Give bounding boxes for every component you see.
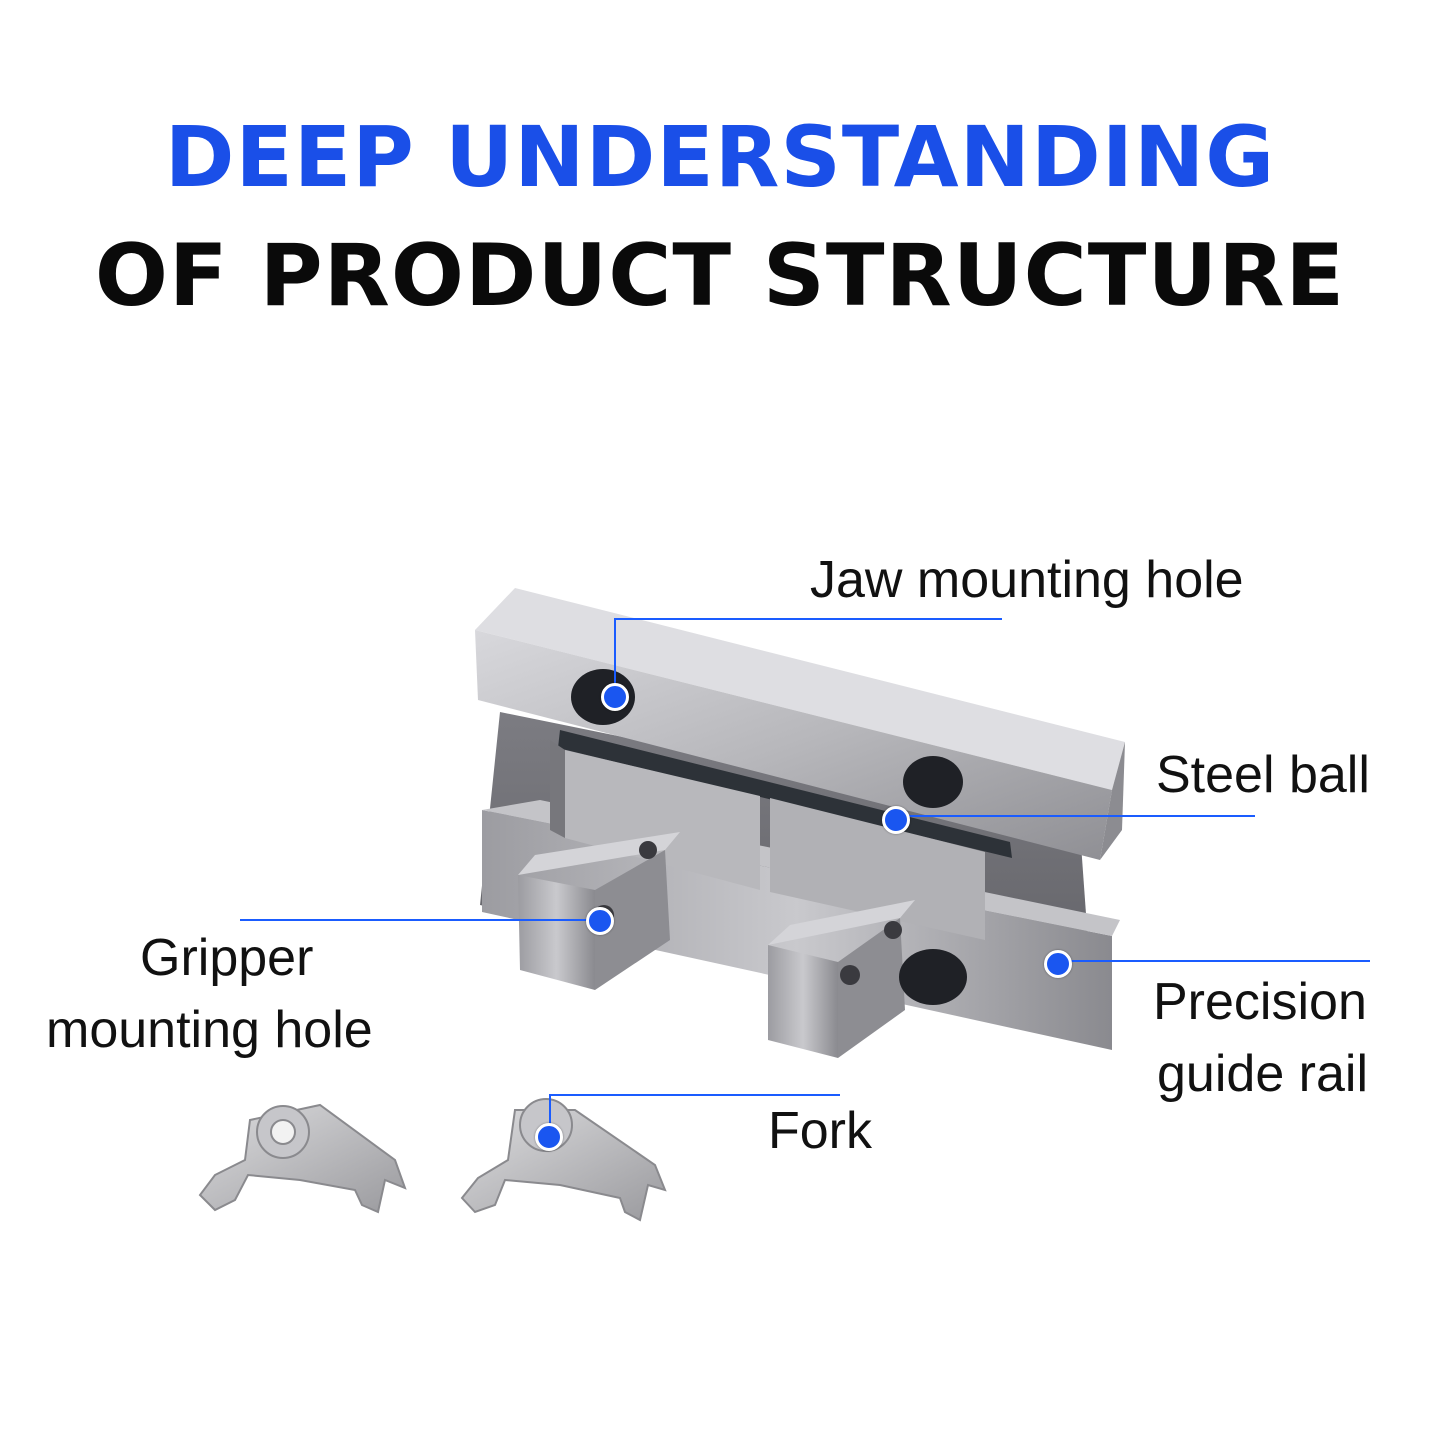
fork-marker [535,1123,563,1151]
leader-fork-h [549,1094,840,1096]
gripper-mounting-hole-marker [586,907,614,935]
title-line-2: OF PRODUCT STRUCTURE [94,226,1346,326]
fork-right [460,1098,667,1222]
leader-steel-ball [897,815,1255,817]
guide-rail-marker [1044,950,1072,978]
right-jaw-finger [768,900,915,1058]
leader-gripper [240,919,600,921]
label-fork: Fork [768,1102,872,1160]
title-line-1: DEEP UNDERSTANDING [164,108,1276,206]
label-gripper-line1: Gripper [140,929,314,987]
label-steel-ball: Steel ball [1156,746,1370,804]
label-gripper-line2: mounting hole [46,1001,373,1059]
leader-fork-v [549,1094,551,1134]
label-jaw-mounting-hole: Jaw mounting hole [810,551,1244,609]
leader-guide-rail [1058,960,1370,962]
fork-left [198,1103,407,1214]
jaw-mounting-hole-marker [601,683,629,711]
carriage-blocks [550,740,985,940]
label-guide-rail-line2: guide rail [1157,1045,1369,1103]
top-jaw-bar [475,588,1125,860]
steel-ball-marker [882,806,910,834]
leader-jaw-h [614,618,1002,620]
label-guide-rail-line1: Precision [1153,973,1367,1031]
leader-jaw-v [614,618,616,694]
